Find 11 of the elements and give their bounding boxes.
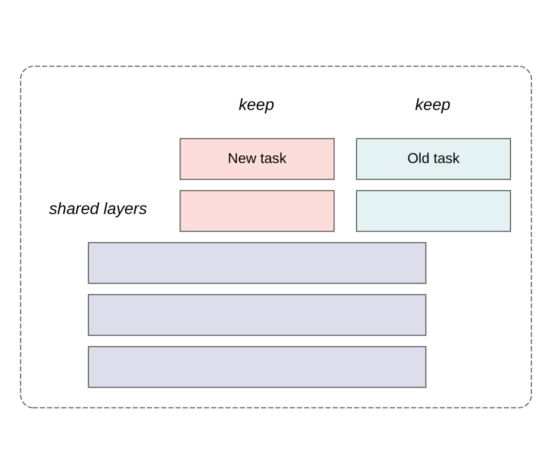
- node-box: [88, 294, 426, 336]
- cluster: [20, 66, 532, 408]
- node-box: New task: [180, 138, 335, 180]
- label: shared layers: [49, 200, 148, 218]
- node-box: [88, 346, 426, 388]
- node-box: [356, 190, 511, 232]
- label: keep: [415, 96, 451, 114]
- node-box: Old task: [356, 138, 511, 180]
- node-box: [88, 242, 426, 284]
- label: keep: [238, 96, 274, 114]
- node-box: [180, 190, 335, 232]
